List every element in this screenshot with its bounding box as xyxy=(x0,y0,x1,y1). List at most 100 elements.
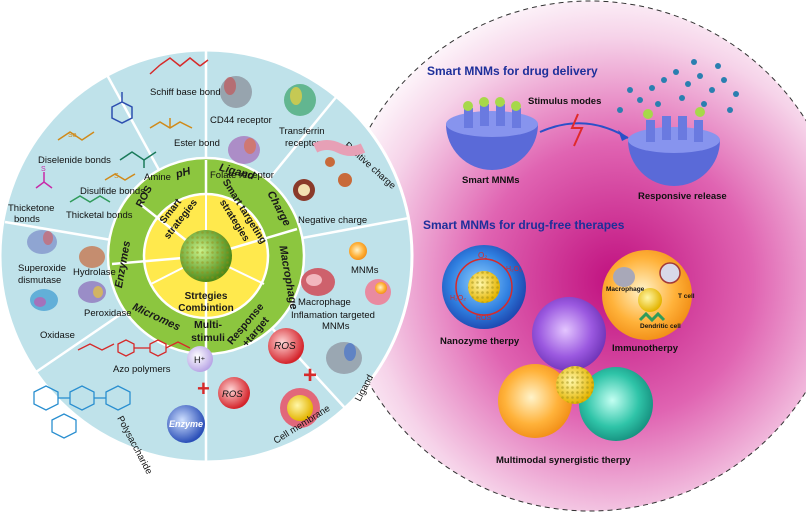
responsive-release-illustration xyxy=(617,59,739,186)
negative-particle-core xyxy=(298,184,310,196)
header-drug-delivery: Smart MNMs for drug delivery xyxy=(427,64,598,78)
ring-label-stimuli: stimuli xyxy=(191,332,225,344)
schiff-base-structure xyxy=(149,57,209,75)
label-h2o2-left: H₂O₂ xyxy=(450,295,466,302)
thioketal-structure xyxy=(69,195,111,203)
membrane-strip xyxy=(312,140,366,156)
amine-ring-structure xyxy=(111,92,133,124)
thioketone-structure: S xyxy=(35,166,53,189)
label-folate: Folate receptor xyxy=(210,170,274,181)
label-superoxide-2: dismutase xyxy=(18,275,61,286)
oxidase-protein xyxy=(30,289,58,311)
ligand-protein xyxy=(326,342,362,374)
ros-ball-1 xyxy=(218,377,250,409)
lightning-icon xyxy=(570,113,584,147)
peroxidase-protein xyxy=(78,281,106,303)
label-amine: Amine xyxy=(144,172,171,183)
smart-mnms-illustration xyxy=(446,97,538,170)
label-disulfide: Disulfide bonds xyxy=(80,186,145,197)
multimodal-orange-sphere xyxy=(498,364,572,438)
negative-particle-3 xyxy=(325,157,335,167)
nanoparticle-texture xyxy=(180,230,232,282)
diselenide-structure: Se xyxy=(57,131,95,141)
label-stimulus-modes: Stimulus modes xyxy=(528,96,601,107)
label-h2o2-right: H₂O₂ xyxy=(506,266,522,273)
label-transferrin-2: receptor xyxy=(285,138,320,149)
ring-label-ph: pH xyxy=(174,165,193,181)
label-macrophage: Macrophage xyxy=(298,297,351,308)
label-responsive-release: Responsive release xyxy=(638,191,727,202)
label-macrophage-cell: Macrophage xyxy=(606,286,645,293)
label-thioketal: Thicketal bonds xyxy=(66,210,133,221)
superoxide-protein xyxy=(27,230,57,254)
label-transferrin-1: Transferrin xyxy=(279,126,325,137)
negative-particle-2 xyxy=(338,173,352,187)
label-inflamation-1: Inflamation targeted xyxy=(291,310,375,321)
label-schiff-base: Schiff base bond xyxy=(150,87,221,98)
tcell-icon xyxy=(659,262,681,284)
core-label-combination-2: Combintion xyxy=(178,303,234,314)
label-oxidase: Oxidase xyxy=(40,330,75,341)
label-superoxide-1: Superoxide xyxy=(18,263,66,274)
multimodal-teal-sphere xyxy=(579,367,653,441)
polysaccharide-structure xyxy=(33,385,131,439)
nanozyme-cycle xyxy=(455,258,513,316)
azo-structure xyxy=(77,339,191,357)
svg-text:S: S xyxy=(114,173,119,180)
svg-text:S: S xyxy=(41,166,46,173)
inflamed-mnms xyxy=(375,282,387,294)
label-thioketone-1: Thicketone xyxy=(8,203,54,214)
multimodal-violet-sphere xyxy=(532,297,606,371)
transferrin-protein xyxy=(284,84,316,116)
ester-structure xyxy=(149,118,193,129)
label-smart-mnms: Smart MNMs xyxy=(462,175,520,186)
label-azo: Azo polymers xyxy=(113,364,171,375)
label-cd44: CD44 receptor xyxy=(210,115,272,126)
core-label-combination-1: Strtegies xyxy=(185,291,228,302)
label-ester-bond: Ester bond xyxy=(174,138,220,149)
dashed-border xyxy=(334,0,806,512)
enzyme-ball xyxy=(167,405,205,443)
arrow-head xyxy=(618,130,628,141)
macrophage-nucleus xyxy=(306,274,322,286)
label-enzyme: Enzyme xyxy=(169,419,203,429)
label-ros-cycle: ROS xyxy=(476,315,492,322)
nanozyme-texture xyxy=(468,271,500,303)
label-diselenide: Diselenide bonds xyxy=(38,155,111,166)
label-tcell: T cell xyxy=(678,293,695,300)
label-immuno: Immunotherpy xyxy=(612,343,679,354)
folate-protein xyxy=(228,136,260,164)
ros-ball-2 xyxy=(268,328,304,364)
hydrolase-protein xyxy=(79,246,105,268)
macrophage-icon xyxy=(613,267,635,287)
label-ros-2: ROS xyxy=(274,341,296,352)
amine-structure xyxy=(119,151,157,168)
label-multimodal: Multimodal synergistic therpy xyxy=(496,455,631,466)
label-mnms: MNMs xyxy=(351,265,379,276)
hplus-ball xyxy=(187,346,213,372)
immuno-particle xyxy=(638,288,662,312)
dendritic-icon xyxy=(638,311,666,323)
ring-label-multi: Multi- xyxy=(194,319,222,331)
label-dendritic: Dendritic cell xyxy=(640,323,681,330)
plus-sign-2: + xyxy=(303,362,317,389)
label-hydrolase: Hydrolase xyxy=(73,267,116,278)
label-hplus: H⁺ xyxy=(194,355,205,365)
svg-text:Se: Se xyxy=(68,132,77,139)
multimodal-texture xyxy=(556,366,594,404)
label-inflamation-2: MNMs xyxy=(322,321,350,332)
disulfide-structure: S xyxy=(104,173,136,181)
header-drug-free: Smart MNMs for drug-free therapes xyxy=(423,218,625,232)
label-o2: O₂ xyxy=(478,251,487,260)
label-ros-1: ROS xyxy=(222,389,243,400)
label-negative-charge: Negative charge xyxy=(298,215,367,226)
label-peroxidase: Peroxidase xyxy=(84,308,132,319)
cd44-protein xyxy=(220,76,252,108)
cell-membrane-core xyxy=(287,395,313,421)
mnms-particle xyxy=(349,242,367,260)
label-thioketone-2: bonds xyxy=(14,214,40,225)
label-nanozyme: Nanozyme therpy xyxy=(440,336,520,347)
plus-sign-1: + xyxy=(197,376,210,401)
